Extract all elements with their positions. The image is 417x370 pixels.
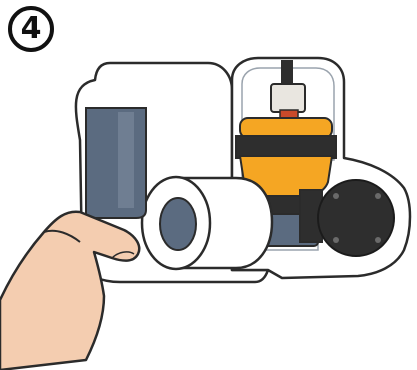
filter-cartridge-icon — [142, 177, 272, 269]
hand-icon — [0, 212, 139, 370]
housing-window-icon — [86, 108, 146, 218]
